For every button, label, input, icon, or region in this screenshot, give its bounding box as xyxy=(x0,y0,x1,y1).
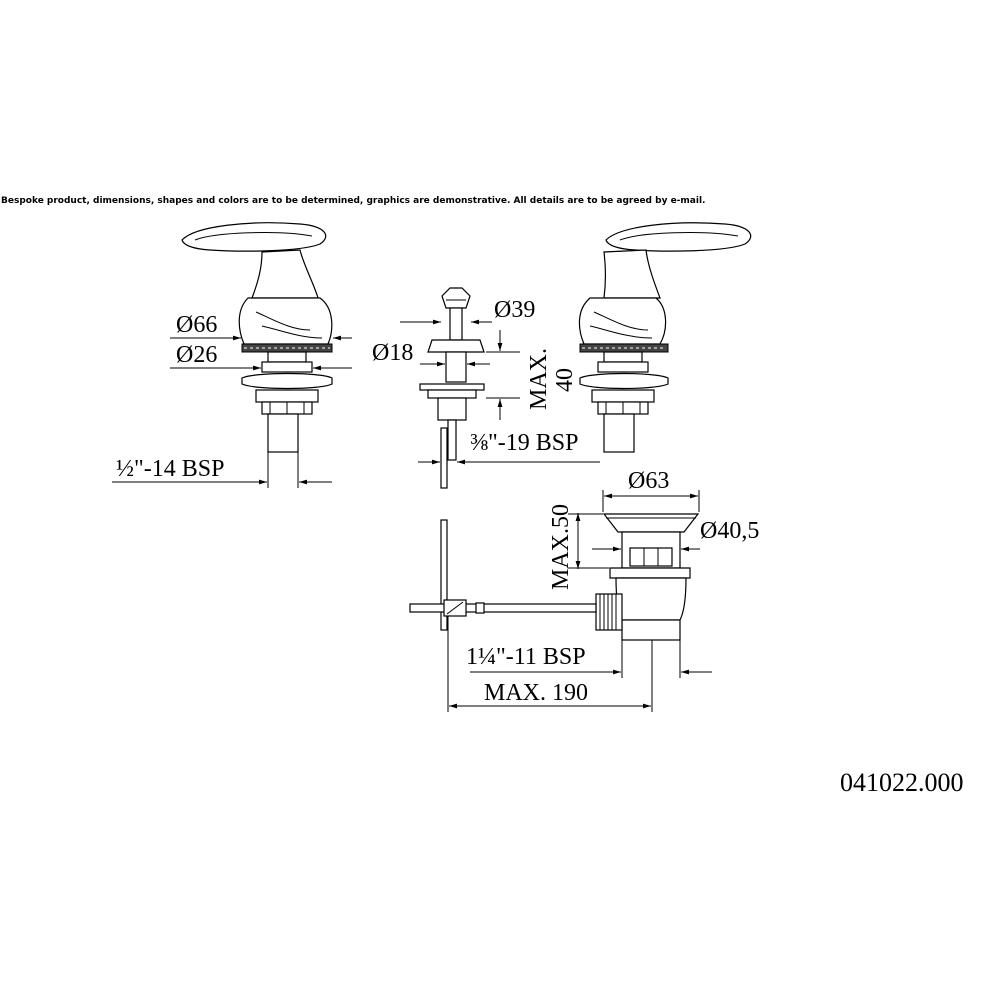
left-tap xyxy=(112,222,352,488)
right-tap xyxy=(578,222,752,453)
dim-d39: Ø39 xyxy=(494,297,535,323)
dim-max50: MAX.50 xyxy=(548,504,574,590)
product-code: 041022.000 xyxy=(840,768,964,797)
dim-bsp-half: ½"-14 BSP xyxy=(116,456,225,482)
disclaimer-text: Bespoke product, dimensions, shapes and … xyxy=(1,196,706,206)
dim-d26: Ø26 xyxy=(176,342,217,368)
dim-d18: Ø18 xyxy=(372,340,413,366)
dim-max40-label: MAX. xyxy=(526,348,552,410)
dim-max40-value: 40 xyxy=(552,368,578,392)
dim-d40-5: Ø40,5 xyxy=(700,518,759,544)
popup-rod-assembly xyxy=(400,287,600,631)
drain-assembly xyxy=(409,490,712,712)
dim-d66: Ø66 xyxy=(176,312,217,338)
dim-d63: Ø63 xyxy=(628,468,669,494)
dim-max190: MAX. 190 xyxy=(484,680,588,706)
dim-bsp-114: 1¼"-11 BSP xyxy=(466,644,586,670)
dim-bsp-38: ⅜"-19 BSP xyxy=(470,430,579,456)
